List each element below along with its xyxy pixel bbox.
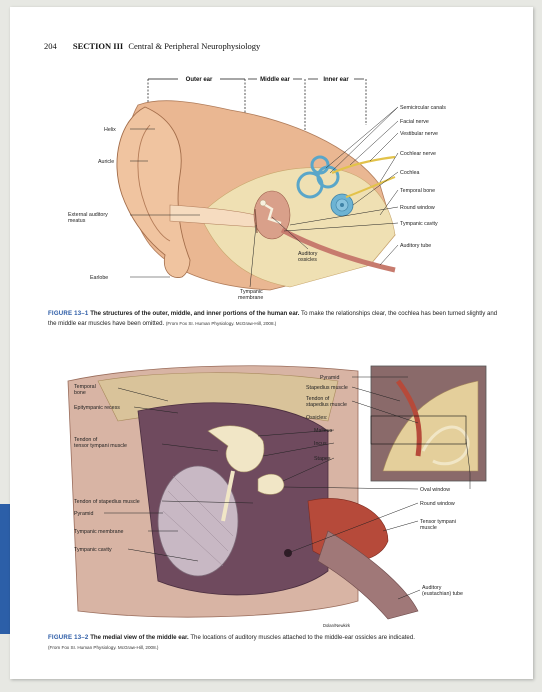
section-label: SECTION III xyxy=(73,41,123,51)
figure-title: The medial view of the middle ear. xyxy=(90,634,189,641)
ear-cross-section-drawing xyxy=(117,101,395,290)
label-tendon-of-stapedius: Tendon of stapedius muscle xyxy=(74,499,140,505)
figure-13-1-caption: FIGURE 13–1 The structures of the outer,… xyxy=(48,309,500,328)
label-helix: Helix xyxy=(104,127,116,133)
label-eustachian-tube: (eustachian) tube xyxy=(422,591,463,597)
figure-source: (From Fox SI. Human Physiology. McGraw-H… xyxy=(166,321,276,326)
region-label-middle-ear: Middle ear xyxy=(260,77,290,83)
book-page: 204 SECTION III Central & Peripheral Neu… xyxy=(10,7,533,679)
label-cochlear-nerve: Cochlear nerve xyxy=(400,151,436,157)
label-temporal-bone: Temporal bone xyxy=(400,188,435,194)
figure-number: FIGURE 13–2 xyxy=(48,634,88,641)
label-ossicles-heading: Ossicles: xyxy=(306,415,328,421)
label-stapedius-muscle-2: stapedius muscle xyxy=(306,402,347,408)
section-title: Central & Peripheral Neurophysiology xyxy=(128,41,260,51)
label-tympanic-cavity: Tympanic cavity xyxy=(400,221,438,227)
label-malleus: Malleus xyxy=(314,428,333,434)
label-incus: Incus xyxy=(314,441,327,447)
page-number: 204 xyxy=(44,41,57,51)
figure-source: (From Fox SI. Human Physiology. McGraw-H… xyxy=(48,645,158,650)
label-auricle: Auricle xyxy=(98,159,114,165)
label-semicircular-canals: Semicircular canals xyxy=(400,105,446,111)
label-round-window: Round window xyxy=(420,501,455,507)
label-bone: bone xyxy=(74,390,86,396)
label-stapedius-muscle: Stapedius muscle xyxy=(306,385,348,391)
running-header: 204 SECTION III Central & Peripheral Neu… xyxy=(44,41,260,51)
label-membrane: membrane xyxy=(238,295,263,301)
figure-title: The structures of the outer, middle, and… xyxy=(90,310,299,317)
figure-13-2-middle-ear-illustration: Temporal bone Epitympanic recess Tendon … xyxy=(58,361,498,631)
label-epitympanic-recess: Epitympanic recess xyxy=(74,405,120,411)
label-auditory-tube: Auditory tube xyxy=(400,243,431,249)
label-earlobe: Earlobe xyxy=(90,275,108,281)
label-pyramid-left: Pyramid xyxy=(74,511,93,517)
figure-13-2-caption: FIGURE 13–2 The medial view of the middl… xyxy=(48,633,500,652)
label-tympanic-cavity: Tympanic cavity xyxy=(74,547,112,553)
figure-number: FIGURE 13–1 xyxy=(48,310,88,317)
label-ossicles: ossicles xyxy=(298,257,317,263)
label-cochlea: Cochlea xyxy=(400,170,419,176)
region-label-inner-ear: Inner ear xyxy=(323,77,349,83)
label-vestibular-nerve: Vestibular nerve xyxy=(400,131,438,137)
figure-13-1-ear-illustration: Outer ear Middle ear Inner ear xyxy=(50,65,500,305)
region-label-outer-ear: Outer ear xyxy=(186,77,213,83)
label-round-window: Round window xyxy=(400,205,435,211)
figure-text: The locations of auditory muscles attach… xyxy=(190,634,415,641)
label-oval-window: Oval window xyxy=(420,487,450,493)
label-tensor-tympani-muscle: tensor tympani muscle xyxy=(74,443,127,449)
label-tympanic-membrane: Tympanic membrane xyxy=(74,529,124,535)
label-meatus: meatus xyxy=(68,218,86,224)
label-facial-nerve: Facial nerve xyxy=(400,119,429,125)
label-muscle: muscle xyxy=(420,525,437,531)
label-stapes: Stapes xyxy=(314,456,331,462)
label-pyramid-right: Pyramid xyxy=(320,375,339,381)
artist-credit: Dolan/Newkirk xyxy=(323,623,351,628)
